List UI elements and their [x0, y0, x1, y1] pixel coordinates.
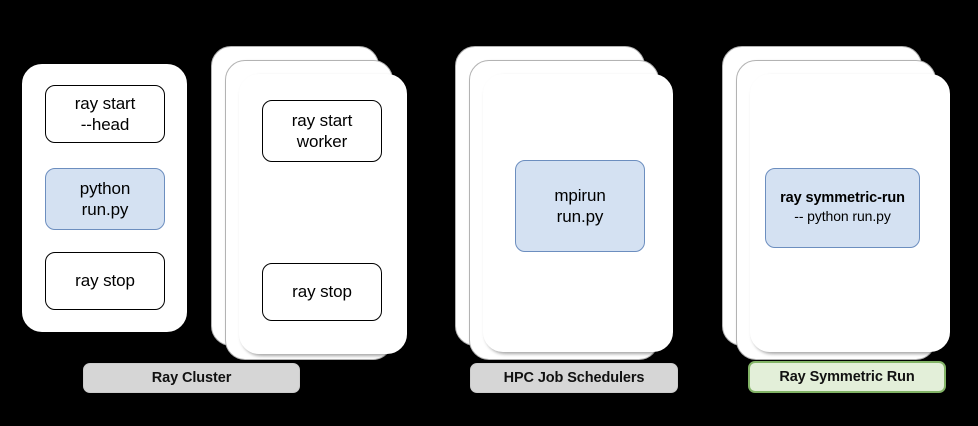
label-text: Ray Cluster — [151, 370, 232, 386]
command-box-ray-start-head[interactable]: ray start --head — [45, 85, 165, 143]
command-line-1: ray stop — [75, 271, 135, 291]
command-box-mpirun-run-py[interactable]: mpirun run.py — [515, 160, 645, 252]
command-line-1: ray symmetric-run — [780, 190, 905, 207]
command-line-1: ray stop — [292, 282, 352, 302]
command-line-1: ray start — [74, 93, 136, 113]
command-box-python-run-py[interactable]: python run.py — [45, 168, 165, 230]
command-line-2: -- python run.py — [794, 208, 891, 225]
node-group-hpc: mpirun run.py — [455, 46, 673, 360]
node-group-workers: ray start worker ray stop — [0, 0, 420, 370]
label-text: Ray Symmetric Run — [779, 369, 915, 385]
label-bar-ray-symmetric-run[interactable]: Ray Symmetric Run — [748, 361, 946, 393]
command-box-ray-start-worker[interactable]: ray start worker — [262, 100, 382, 162]
command-line-1: mpirun — [554, 185, 606, 205]
label-bar-ray-cluster[interactable]: Ray Cluster — [83, 363, 300, 393]
command-line-1: ray start — [291, 110, 353, 130]
label-text: HPC Job Schedulers — [503, 370, 645, 386]
command-line-2: --head — [80, 115, 130, 134]
command-box-ray-stop-head[interactable]: ray stop — [45, 252, 165, 310]
command-box-ray-stop-worker[interactable]: ray stop — [262, 263, 382, 321]
command-line-2: run.py — [81, 200, 129, 219]
command-box-ray-symmetric-run[interactable]: ray symmetric-run -- python run.py — [765, 168, 920, 248]
label-bar-hpc-job-schedulers[interactable]: HPC Job Schedulers — [470, 363, 678, 393]
node-group-head: ray start --head python run.py ray stop — [0, 0, 200, 360]
command-line-2: worker — [296, 132, 348, 151]
command-line-2: run.py — [556, 207, 604, 226]
node-group-symmetric-run: ray symmetric-run -- python run.py — [722, 46, 950, 360]
command-line-1: python — [79, 178, 131, 198]
